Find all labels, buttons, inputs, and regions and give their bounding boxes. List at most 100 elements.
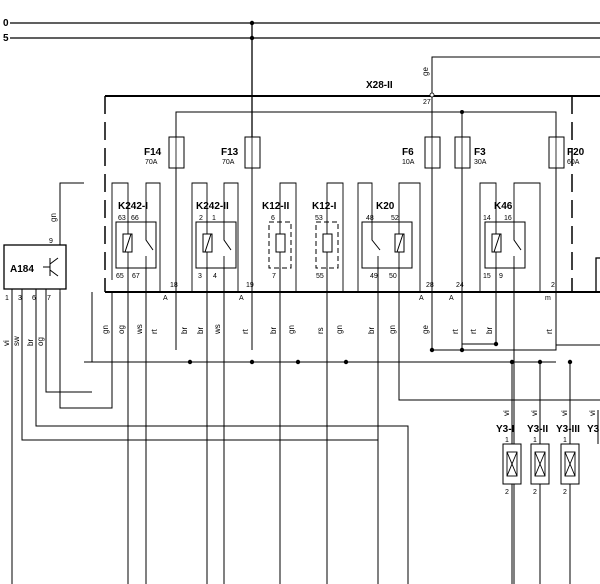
- valve-y3-label: Y3: [587, 424, 600, 435]
- rail-0-label: 0: [3, 18, 9, 29]
- module-pin-9: 9: [49, 238, 53, 245]
- box-pin: 2: [551, 282, 555, 289]
- wire-label: og: [36, 337, 45, 346]
- valve-y3-iii-label: Y3-III: [556, 424, 580, 435]
- module-pin: 3: [18, 295, 22, 302]
- relay-k46-box: [484, 221, 526, 269]
- relay-coil: [275, 233, 286, 253]
- box-pin-letter: m: [545, 295, 551, 302]
- relay-pin: 52: [391, 215, 399, 222]
- relay-pin: 14: [483, 215, 491, 222]
- fuse-f14-label: F14: [144, 147, 162, 158]
- relay-pin: 6: [271, 215, 275, 222]
- junction-dot: [460, 110, 464, 114]
- relay-pin: 4: [213, 273, 217, 280]
- relay-k242-i-label: K242-I: [118, 201, 148, 212]
- valve-pin: 2: [563, 489, 567, 496]
- box-pin-letter: A: [239, 295, 244, 302]
- valve-y3-i-label: Y3-I: [496, 424, 515, 435]
- wire-label: gn: [101, 325, 110, 334]
- wire-label: gn: [287, 325, 296, 334]
- junction-dot: [249, 20, 255, 26]
- ge-feed-wire: [431, 56, 600, 93]
- fuse-f20-label: F20: [567, 147, 585, 158]
- relay-k46-label: K46: [494, 201, 513, 212]
- fuse-f13-label: F13: [221, 147, 239, 158]
- relay-pin: 15: [483, 273, 491, 280]
- box-pin: 19: [246, 282, 254, 289]
- valve-pin: 1: [563, 437, 567, 444]
- relay-pin: 1: [212, 215, 216, 222]
- box-pin-letter: A: [419, 295, 424, 302]
- wire-label: br: [367, 327, 376, 334]
- x28-ii-label: X28-II: [366, 80, 393, 91]
- transistor-icon: [43, 257, 59, 277]
- fuse-f14-rating: 70A: [145, 159, 158, 166]
- wire-label: vi: [560, 410, 569, 416]
- module-a184-box: [3, 244, 67, 290]
- relay-pin: 53: [315, 215, 323, 222]
- wire-label: ws: [213, 324, 222, 335]
- valve-pin: 1: [505, 437, 509, 444]
- module-pin: 1: [5, 295, 9, 302]
- rail-5-label: 5: [3, 33, 9, 44]
- box-pin: 18: [170, 282, 178, 289]
- fuse-f14-body: [168, 136, 185, 169]
- fuse-bus-wire: [175, 111, 557, 140]
- valve-pin: 2: [505, 489, 509, 496]
- fuse-f6-label: F6: [402, 147, 414, 158]
- box-pin: 24: [456, 282, 464, 289]
- wire-label: ws: [135, 324, 144, 335]
- module-a184-label: A184: [10, 264, 34, 275]
- connector-pin-circle: [429, 92, 435, 98]
- wire-label: rt: [241, 328, 250, 334]
- relay-k12-ii-label: K12-II: [262, 201, 289, 212]
- wire-label: br: [180, 327, 189, 334]
- relay-pin: 7: [272, 273, 276, 280]
- fuse-f3-rating: 30A: [474, 159, 487, 166]
- fuse-f20-rating: 60A: [567, 159, 580, 166]
- wire-label: br: [485, 327, 494, 334]
- fuse-f20-body: [548, 136, 565, 169]
- wire-label: gn: [335, 325, 344, 334]
- relay-pin: 55: [316, 273, 324, 280]
- wire-label: rt: [545, 328, 554, 334]
- relay-pin: 16: [504, 215, 512, 222]
- wire-label: rs: [316, 327, 325, 334]
- relay-k242-ii-label: K242-II: [196, 201, 229, 212]
- box-pin-letter: A: [449, 295, 454, 302]
- relay-k20-box: [361, 221, 413, 269]
- relay-pin: 49: [370, 273, 378, 280]
- relay-pin: 2: [199, 215, 203, 222]
- wire-label: br: [26, 339, 35, 346]
- box-pin-letter: A: [163, 295, 168, 302]
- wire-label: vi: [588, 410, 597, 416]
- wire-label: gn: [49, 213, 58, 222]
- relay-pin: 9: [499, 273, 503, 280]
- wire-label: br: [196, 327, 205, 334]
- relay-pin: 67: [132, 273, 140, 280]
- relay-coil: [322, 233, 333, 253]
- offscreen-component: [595, 257, 600, 293]
- x28-pin-27: 27: [423, 99, 431, 106]
- module-pin: 6: [32, 295, 36, 302]
- relay-k242-i-box: [115, 221, 157, 269]
- relay-pin: 63: [118, 215, 126, 222]
- relay-pin: 50: [389, 273, 397, 280]
- fuse-f3-label: F3: [474, 147, 486, 158]
- relay-k20-label: K20: [376, 201, 395, 212]
- fuse-f3-body: [454, 136, 471, 169]
- wire-label: og: [117, 325, 126, 334]
- fuse-f13-body: [244, 136, 261, 169]
- wire-label: vi: [530, 410, 539, 416]
- wire-label: rt: [469, 328, 478, 334]
- fuse-f6-body: [424, 136, 441, 169]
- wire-label: vi: [2, 340, 11, 346]
- wire-label: ge: [421, 325, 430, 334]
- valve-pin: 2: [533, 489, 537, 496]
- relay-pin: 66: [131, 215, 139, 222]
- relay-k242-ii-box: [195, 221, 237, 269]
- wire-ge-label: ge: [421, 67, 430, 76]
